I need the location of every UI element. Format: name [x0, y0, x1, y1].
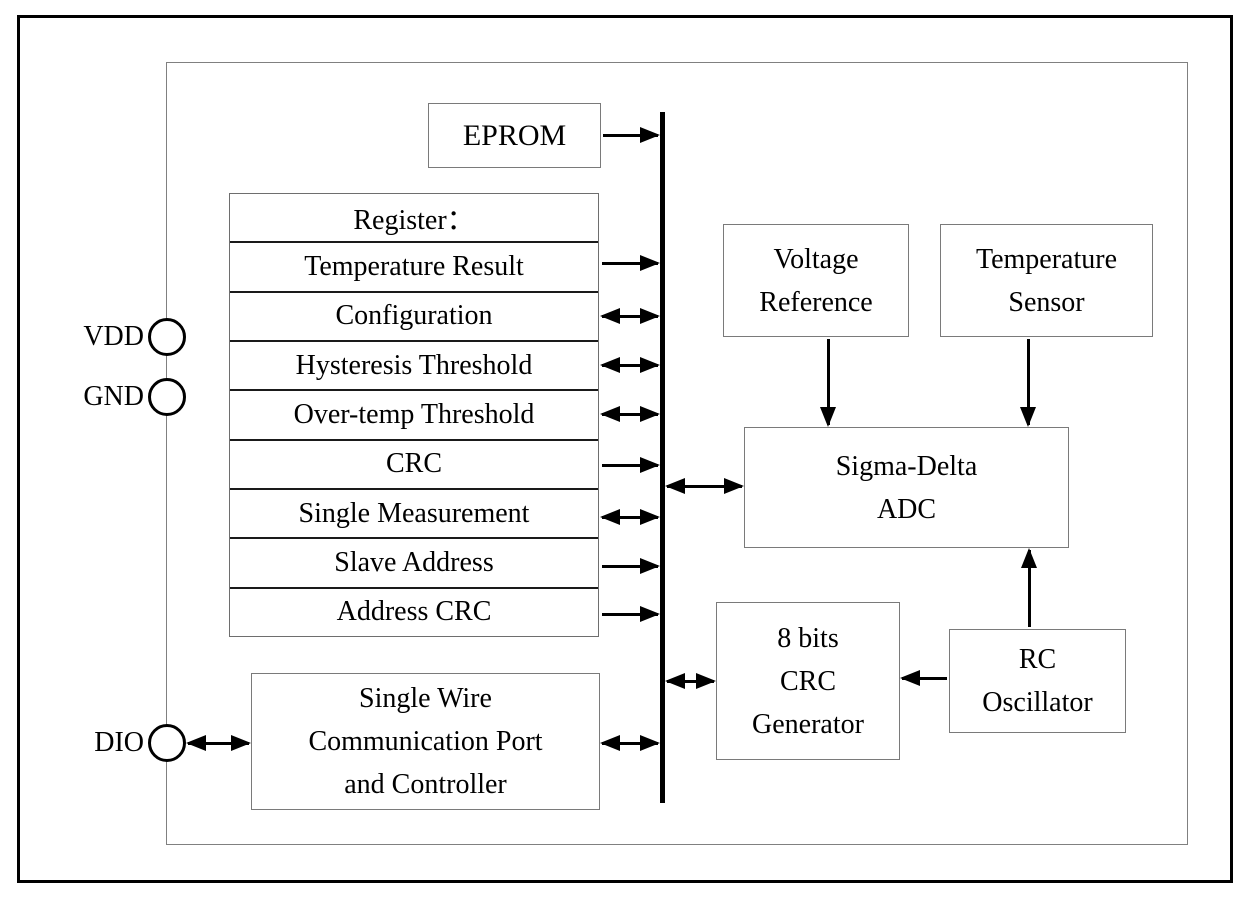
block-sigma-delta-adc-line2: ADC [876, 493, 937, 525]
arrow-rc-oscillator-to-adc [1021, 548, 1037, 629]
block-sigma-delta-adc: Sigma-Delta ADC [744, 427, 1069, 548]
register-row-hysteresis-threshold: Hysteresis Threshold [230, 339, 598, 389]
arrow-eprom-to-bus [601, 127, 660, 143]
arrow-hysteresis-threshold-bus-bidir [600, 357, 660, 373]
register-title: Register： [353, 204, 475, 236]
register-row-temperature-result: Temperature Result [230, 241, 598, 290]
pin-label-gnd: GND [83, 381, 144, 412]
arrow-bus-adc-bidir [665, 478, 744, 494]
register-row-single-measurement: Single Measurement [230, 487, 598, 537]
block-temperature-sensor-line2: Sensor [1008, 286, 1085, 318]
block-crc-generator-line2: CRC [779, 665, 837, 697]
block-temperature-sensor: Temperature Sensor [940, 224, 1153, 337]
block-rc-oscillator: RC Oscillator [949, 629, 1126, 733]
block-single-wire-line1: Single Wire [359, 683, 492, 714]
block-single-wire-line3: and Controller [344, 769, 507, 800]
register-row-address-crc: Address CRC [230, 586, 598, 636]
block-voltage-reference-line2: Reference [759, 286, 873, 318]
arrow-voltage-reference-to-adc [820, 337, 836, 427]
block-eprom-label: EPROM [462, 119, 567, 152]
arrow-configuration-bus-bidir [600, 308, 660, 324]
pin-circle-dio [148, 724, 186, 762]
block-sigma-delta-adc-line1: Sigma-Delta [835, 450, 978, 482]
block-voltage-reference: Voltage Reference [723, 224, 909, 337]
register-row-slave-address: Slave Address [230, 537, 598, 586]
block-temperature-sensor-line1: Temperature [975, 243, 1118, 275]
arrow-crc-to-bus [600, 457, 660, 473]
arrow-over-temp-threshold-bus-bidir [600, 406, 660, 422]
arrow-temperature-sensor-to-adc [1020, 337, 1036, 427]
arrow-rc-oscillator-to-crc-generator [900, 670, 949, 686]
pin-circle-vdd [148, 318, 186, 356]
block-rc-oscillator-line2: Oscillator [982, 687, 1093, 718]
block-single-wire-line2: Communication Port [308, 726, 543, 757]
register-row-configuration: Configuration [230, 290, 598, 340]
arrow-dio-single-wire-bidir [186, 735, 251, 751]
pin-label-dio: DIO [94, 727, 144, 758]
register-row-crc: CRC [230, 438, 598, 488]
block-crc-generator-line1: 8 bits [777, 622, 839, 654]
arrow-bus-crc-generator-bidir [665, 673, 716, 689]
register-row-over-temp-threshold: Over-temp Threshold [230, 389, 598, 438]
chip-boundary-frame [166, 62, 1188, 845]
arrow-single-measurement-bus-bidir [600, 509, 660, 525]
arrow-slave-address-to-bus [600, 558, 660, 574]
outer-frame [17, 15, 1233, 883]
block-voltage-reference-line1: Voltage [773, 243, 859, 275]
arrow-address-crc-to-bus [600, 606, 660, 622]
block-rc-oscillator-line1: RC [1018, 644, 1057, 675]
arrow-single-wire-bus-bidir [600, 735, 660, 751]
arrow-temperature-result-to-bus [600, 255, 660, 271]
block-single-wire-port: Single Wire Communication Port and Contr… [251, 673, 600, 810]
pin-label-vdd: VDD [83, 321, 144, 352]
block-crc-generator: 8 bits CRC Generator [716, 602, 900, 760]
block-eprom: EPROM [428, 103, 601, 168]
block-register-file: Register： Temperature Result Configurati… [229, 193, 599, 637]
pin-circle-gnd [148, 378, 186, 416]
internal-bus-line [660, 112, 665, 803]
block-crc-generator-line3: Generator [752, 708, 864, 740]
